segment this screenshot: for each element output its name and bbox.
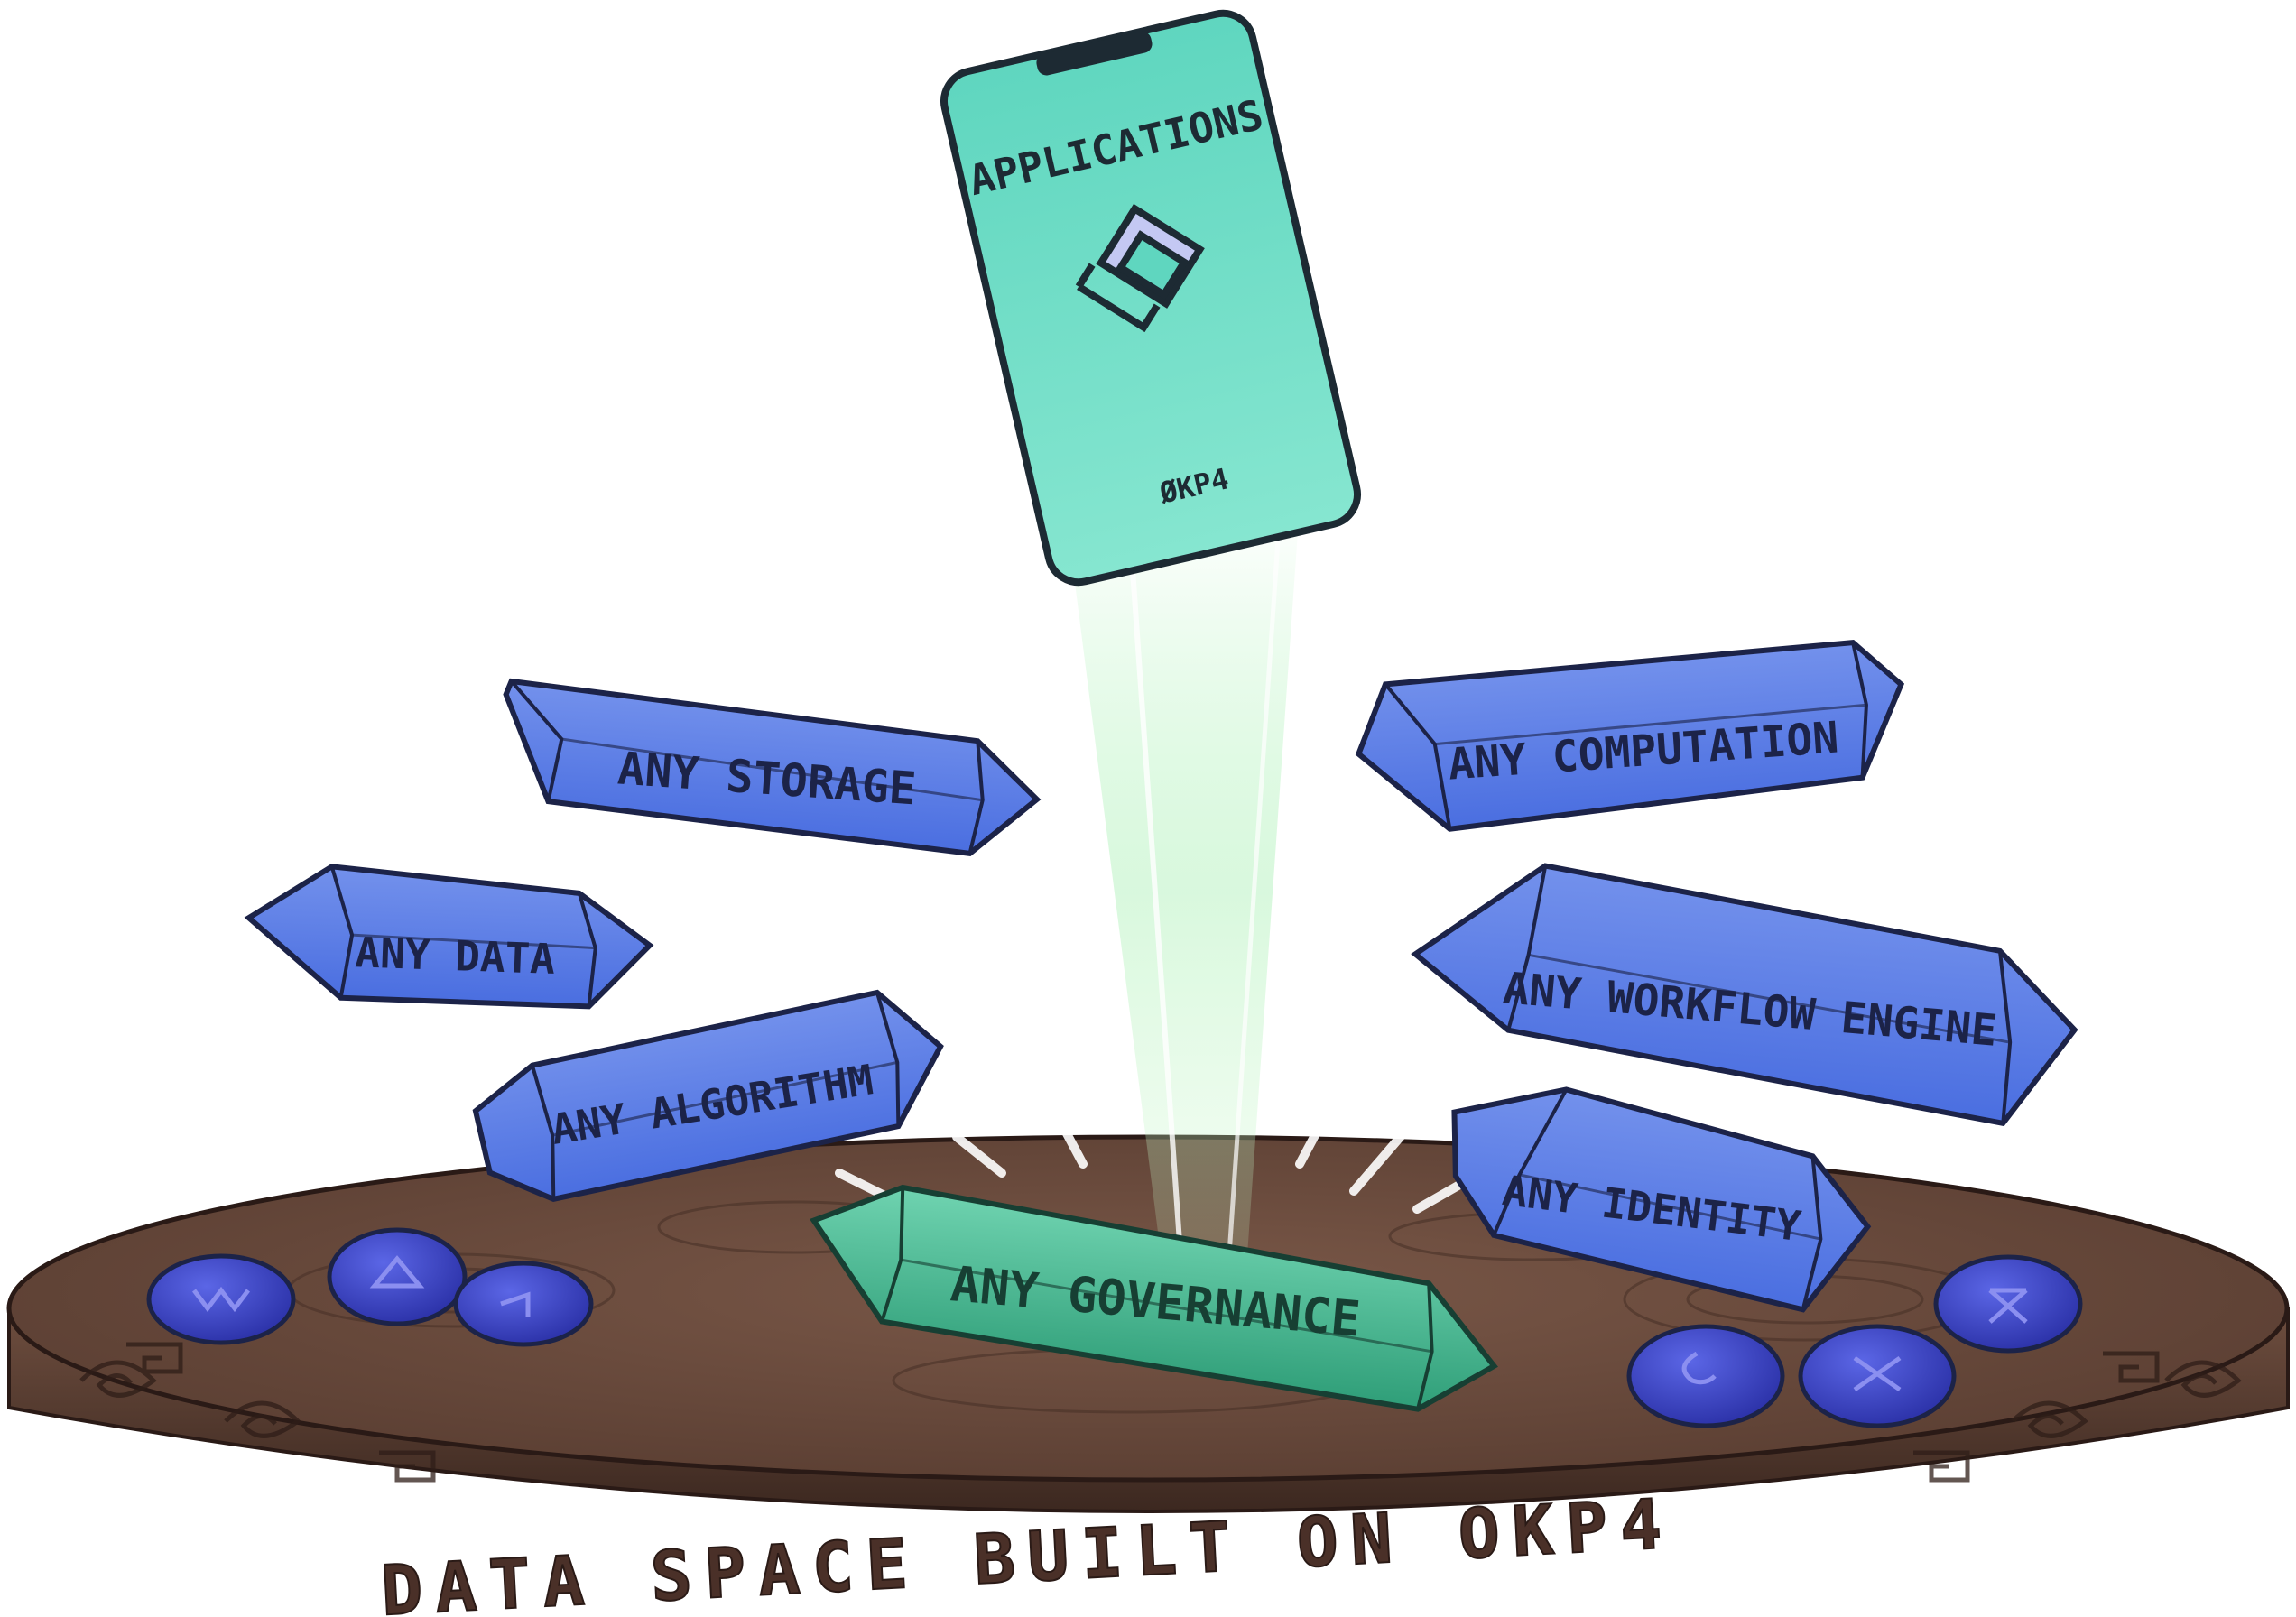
rune-stone — [1933, 1254, 2083, 1354]
crystal-any-storage: ANY STORAGE — [503, 678, 1042, 857]
rune-stone — [146, 1253, 296, 1345]
rune-stone — [327, 1227, 468, 1326]
crystal-any-workflow-engine: ANY WORKFLOW ENGINE — [1411, 863, 2078, 1127]
rune-stones-right — [1626, 1254, 2083, 1428]
crystal-any-governance: ANY GOVERNANCE — [810, 1184, 1498, 1412]
crystal-any-algorithm: ANY ALGORITHM — [472, 989, 944, 1202]
rune-stone — [1798, 1324, 1957, 1428]
crystal-label: ANY DATA — [355, 928, 556, 984]
phone-device: APPLICATIONS ØKP4 — [940, 9, 1361, 587]
rune-stones-left — [146, 1227, 594, 1347]
crystal-any-data: ANY DATA — [244, 864, 654, 1010]
crystal-any-identity: ANY IDENTITY — [1451, 1086, 1872, 1313]
edge-spirals — [79, 1342, 2242, 1483]
phone-notch — [1036, 31, 1153, 76]
light-beams — [1065, 486, 1300, 1282]
rune-stone — [1626, 1324, 1785, 1428]
crystal-any-computation: ANY COMPUTATION — [1355, 639, 1905, 832]
okp4-logo-icon — [1075, 203, 1205, 333]
rune-stone — [453, 1261, 594, 1347]
